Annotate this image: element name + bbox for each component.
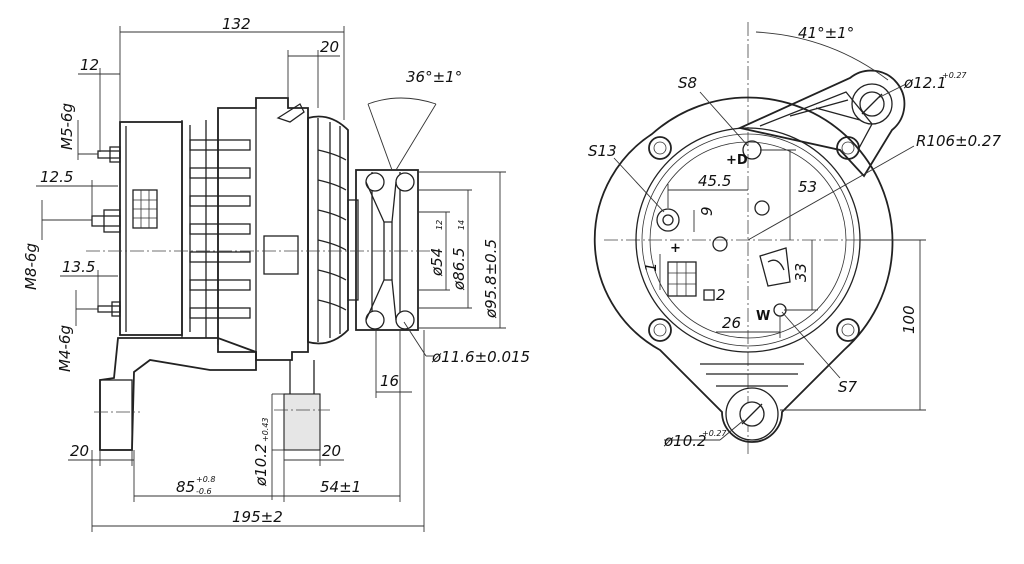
dim-85-lo: -0.6: [196, 487, 212, 496]
dim-d12-1: ø12.1: [903, 74, 947, 92]
angle-41: 41°±1°: [798, 24, 854, 42]
dim-d12-1-tol: +0.27: [942, 71, 967, 80]
dim-16: 16: [380, 372, 399, 390]
dim-d86-tol: 14: [457, 220, 466, 230]
end-housing: [593, 96, 894, 443]
dim-85-up: +0.8: [196, 475, 215, 484]
dim-85: 85: [176, 478, 195, 496]
dim-100: 100: [900, 305, 918, 334]
dim-d10-2-end-tol: +0.27: [702, 429, 727, 438]
terminal-studs: [91, 146, 121, 317]
dim-20-bot-right: 20: [322, 442, 341, 460]
dim-d10-2-end: ø10.2: [663, 432, 707, 450]
mounting-foot: [99, 337, 257, 451]
terminal-plus-d: +D: [726, 153, 748, 168]
dim-9: 9: [698, 206, 716, 216]
dim-33: 33: [792, 263, 810, 282]
dim-20-top: 20: [320, 38, 339, 56]
housing-label-plate: [263, 235, 299, 275]
dim-d10-2-side-tol: +0.43: [261, 417, 270, 442]
dim-2: 2: [716, 286, 726, 304]
dim-132: 132: [222, 15, 251, 33]
side-view: 132 20 12 12.5 13.5 M5-6g M8-6g M4-6g 36…: [22, 15, 530, 532]
dim-13-5: 13.5: [62, 258, 95, 276]
rear-fins: [181, 110, 251, 345]
label-s13: S13: [588, 142, 617, 160]
thread-m8: M8-6g: [22, 243, 40, 290]
dim-1: 1: [642, 262, 660, 272]
dim-d54: ø54: [428, 248, 446, 277]
dim-54pm: 54±1: [320, 478, 361, 496]
dim-d10-2-side: ø10.2: [252, 443, 270, 487]
label-s7: S7: [838, 378, 858, 396]
dim-d11-6: ø11.6±0.015: [431, 348, 530, 366]
angle-36: 36°±1°: [406, 68, 462, 86]
corner-bolts: [648, 136, 860, 342]
thread-m4: M4-6g: [56, 325, 74, 372]
dim-d86: ø86.5: [450, 247, 468, 291]
dim-12-5: 12.5: [40, 168, 73, 186]
dim-d54-tol: 12: [435, 220, 444, 230]
thread-m5: M5-6g: [58, 103, 76, 150]
label-s8: S8: [678, 74, 697, 92]
terminal-w: W: [756, 309, 770, 324]
dim-53: 53: [798, 178, 817, 196]
dim-r106: R106±0.27: [916, 132, 1001, 150]
connector-grid: [132, 189, 158, 229]
top-mount-arm: [737, 69, 906, 178]
dim-12: 12: [80, 56, 99, 74]
dim-20-bot-left: 20: [70, 442, 89, 460]
fan: [307, 115, 349, 345]
pulley: [347, 169, 419, 331]
end-view: +D W + 41°±1° S8 S13 S7 ø12.1 +0.27 R106…: [588, 22, 1001, 454]
dim-d95: ø95.8±0.5: [482, 239, 500, 319]
housing: [217, 97, 309, 361]
end-connector-grid: [667, 261, 715, 301]
dim-26: 26: [722, 314, 741, 332]
front-lug: [283, 393, 321, 451]
terminal-plus: +: [670, 241, 681, 256]
dim-45-5: 45.5: [698, 172, 731, 190]
dim-195: 195±2: [232, 508, 283, 526]
